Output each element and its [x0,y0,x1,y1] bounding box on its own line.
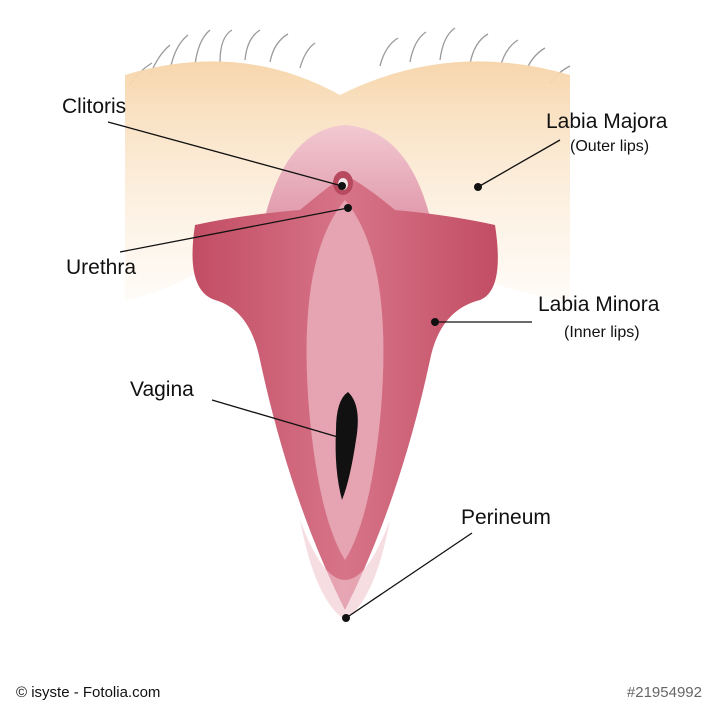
label-perineum: Perineum [461,506,551,529]
vestibule [306,200,384,560]
image-id: #21954992 [626,684,702,701]
vaginal-opening [335,392,358,500]
leader-lines [107,121,561,619]
label-labia-minora: Labia Minora [538,293,660,316]
label-labia-minora-sub: (Inner lips) [564,324,640,341]
label-clitoris: Clitoris [62,95,127,118]
label-labia-majora: Labia Majora [546,110,668,133]
label-vagina: Vagina [130,378,194,401]
perineum-shape [300,520,390,620]
copyright-text: © isyste - Fotolia.com [16,684,161,701]
label-urethra: Urethra [66,256,137,279]
leader-dots [338,182,482,622]
label-labia-majora-sub: (Outer lips) [570,138,650,155]
